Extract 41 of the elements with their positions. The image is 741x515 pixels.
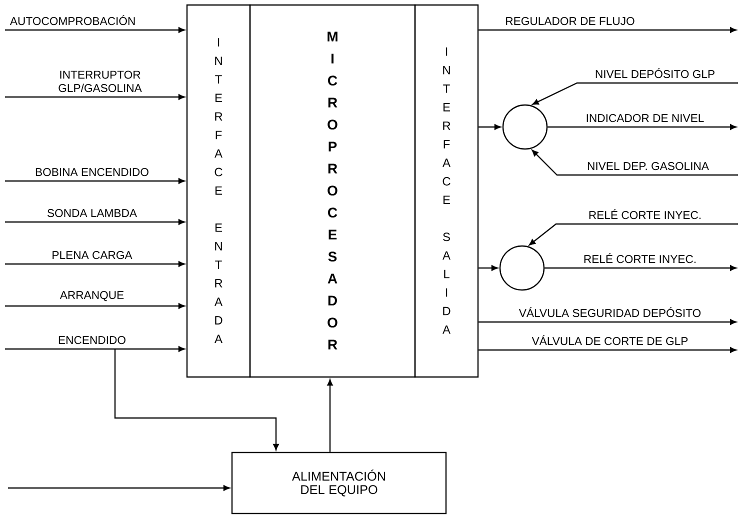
edge-label: INDICADOR DE NIVEL (586, 114, 704, 122)
arrow (5, 303, 185, 309)
edge-label: NIVEL DEP. GASOLINA (588, 162, 709, 170)
interface-box: INTERFACE SALIDA (414, 4, 479, 378)
arrow (548, 124, 736, 130)
arrow (327, 379, 333, 452)
edge-label: RELÉ CORTE INYEC. (584, 253, 696, 264)
arrow (5, 178, 185, 184)
edge-label: BOBINA ENCENDIDO (36, 168, 148, 176)
junction-circle (502, 104, 548, 150)
arrow (478, 319, 736, 325)
arrow (5, 346, 185, 352)
edge-label: INTERRUPTOR GLP/GASOLINA (58, 70, 142, 92)
arrow (8, 485, 230, 491)
edge-label: VÁLVULA DE CORTE DE GLP (532, 335, 688, 346)
arrow (114, 349, 279, 450)
edge-label: ENCENDIDO (58, 336, 126, 344)
arrow (478, 265, 498, 271)
edge-label: AUTOCOMPROBACIÓN (10, 15, 135, 26)
arrow (478, 27, 736, 33)
arrow (5, 261, 185, 267)
arrow (532, 150, 738, 176)
arrow (544, 265, 736, 271)
edge-label: VÁLVULA SEGURIDAD DEPÓSITO (518, 307, 701, 318)
junction-circle (499, 245, 545, 291)
interface-box: INTERFACE ENTRADA (186, 4, 251, 378)
process-box: ALIMENTACIÓN DEL EQUIPO (231, 452, 447, 514)
arrow (478, 347, 736, 353)
edge-label: NIVEL DEPÓSITO GLP (596, 68, 714, 78)
edge-label: ARRANQUE (60, 291, 124, 302)
edge-label: RELÉ CORTE INYEC. (589, 209, 701, 220)
arrow (5, 219, 185, 225)
arrow (478, 124, 501, 130)
arrow (532, 82, 738, 105)
arrow (5, 94, 185, 100)
edge-label: SONDA LAMBDA (48, 209, 137, 218)
arrow (5, 27, 185, 33)
edge-label: REGULADOR DE FLUJO (506, 17, 634, 26)
processor-box: MICROPROCESADOR (249, 4, 416, 378)
edge-label: PLENA CARGA (52, 251, 132, 260)
arrow (529, 223, 738, 246)
